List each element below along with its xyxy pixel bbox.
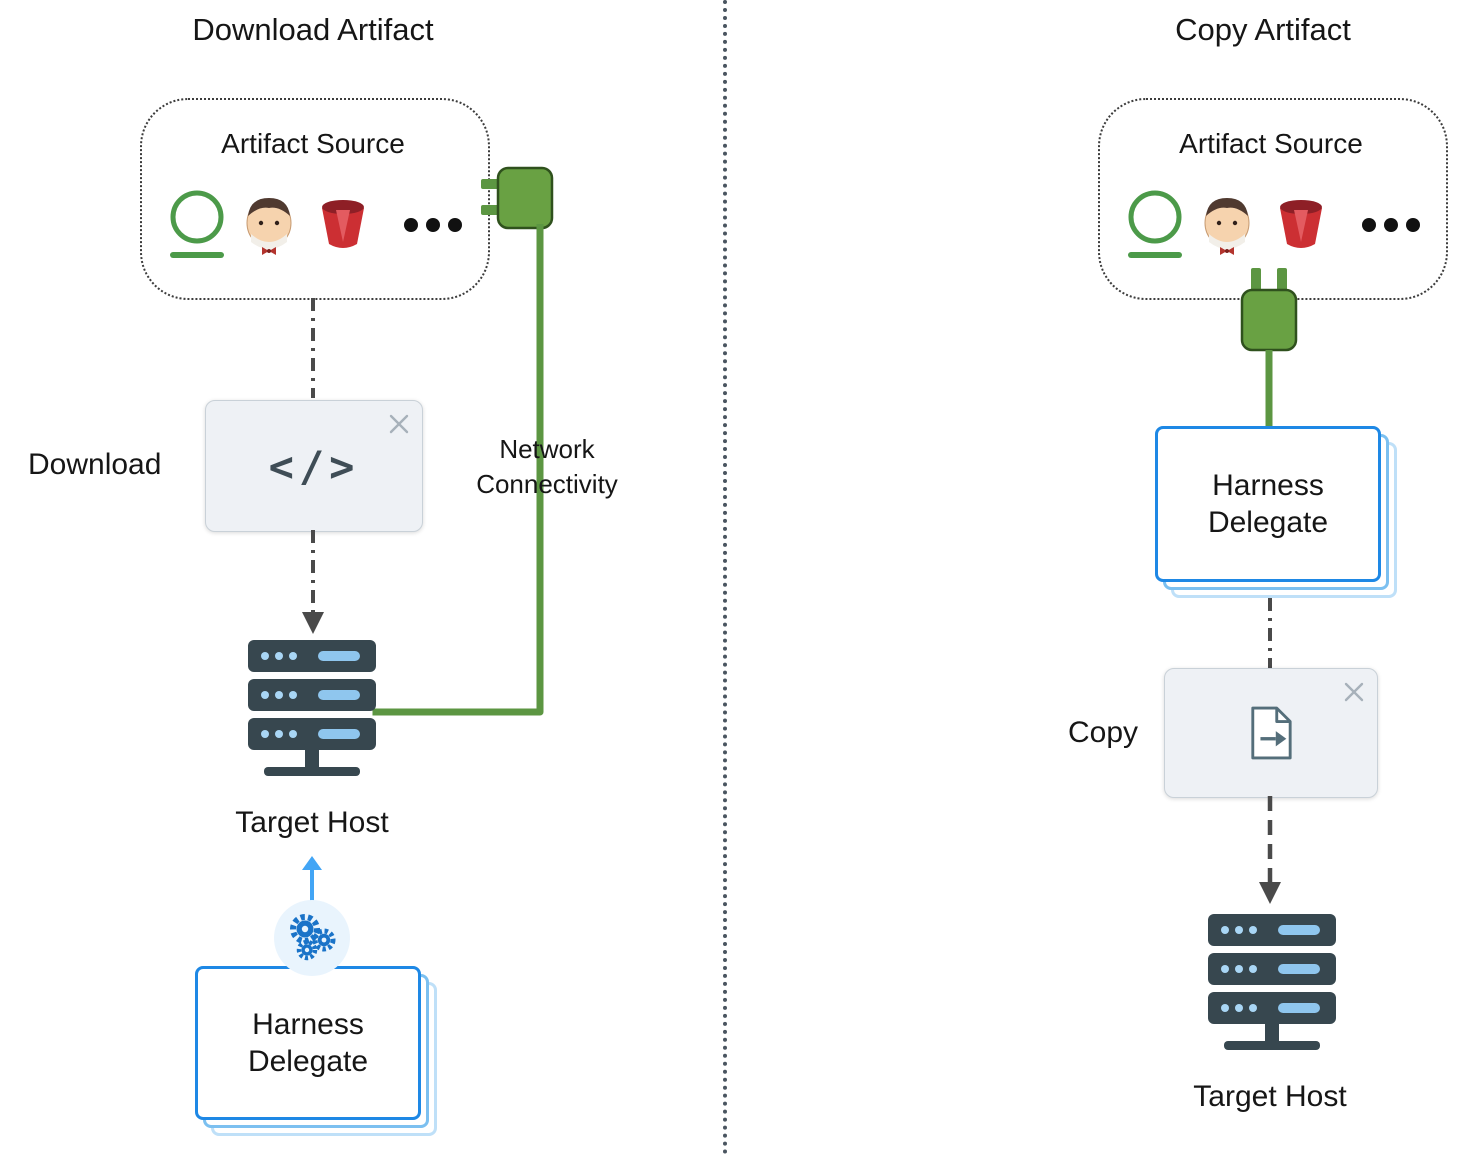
left-target-host-label: Target Host bbox=[235, 806, 389, 839]
left-artifact-source-box bbox=[140, 98, 490, 300]
delegate-to-host-arrow bbox=[302, 856, 322, 902]
download-step-label: Download bbox=[28, 448, 162, 481]
close-icon bbox=[389, 414, 409, 434]
file-copy-icon bbox=[1251, 706, 1292, 760]
right-artifact-source-label: Artifact Source bbox=[1179, 128, 1363, 159]
close-icon bbox=[1344, 682, 1364, 702]
right-target-host-label: Target Host bbox=[1193, 1080, 1347, 1113]
copy-step-card bbox=[1164, 668, 1378, 798]
jenkins-icon bbox=[246, 198, 292, 255]
aws-s3-icon bbox=[322, 200, 364, 248]
network-plug-icon bbox=[1240, 268, 1298, 352]
ellipsis-icon bbox=[404, 218, 462, 232]
copy-step-label: Copy bbox=[1068, 716, 1139, 749]
download-to-host-connector bbox=[302, 530, 324, 634]
ci-ring-icon bbox=[170, 190, 224, 258]
left-panel-title: Download Artifact bbox=[192, 12, 434, 47]
download-step-card: </> bbox=[205, 400, 423, 532]
network-connectivity-line bbox=[372, 224, 544, 716]
code-icon: </> bbox=[268, 441, 360, 491]
delegate-to-copy-connector bbox=[1268, 598, 1272, 668]
delegate-gears-icon bbox=[274, 900, 350, 976]
left-delegate-label: Harness Delegate bbox=[247, 1007, 369, 1079]
network-connectivity-label: Network Connectivity bbox=[476, 434, 618, 500]
left-artifact-source-label: Artifact Source bbox=[221, 128, 405, 159]
panel-divider bbox=[723, 0, 727, 1155]
right-delegate-label: Harness Delegate bbox=[1207, 468, 1329, 540]
jenkins-icon bbox=[1204, 198, 1250, 255]
target-host-server-icon bbox=[1208, 914, 1336, 1050]
right-panel-title: Copy Artifact bbox=[1175, 12, 1351, 47]
delegate-card-front: Harness Delegate bbox=[1155, 426, 1381, 582]
copy-to-host-connector bbox=[1259, 796, 1281, 904]
ci-ring-icon bbox=[1128, 190, 1182, 258]
source-to-download-connector bbox=[311, 298, 315, 398]
left-harness-delegate-card: Harness Delegate bbox=[195, 966, 437, 1136]
right-harness-delegate-card: Harness Delegate bbox=[1155, 426, 1397, 598]
ellipsis-icon bbox=[1362, 218, 1420, 232]
target-host-server-icon bbox=[248, 640, 376, 776]
network-plug-icon bbox=[481, 166, 554, 230]
delegate-card-front: Harness Delegate bbox=[195, 966, 421, 1120]
plug-to-delegate-line bbox=[1265, 350, 1273, 430]
aws-s3-icon bbox=[1280, 200, 1322, 248]
